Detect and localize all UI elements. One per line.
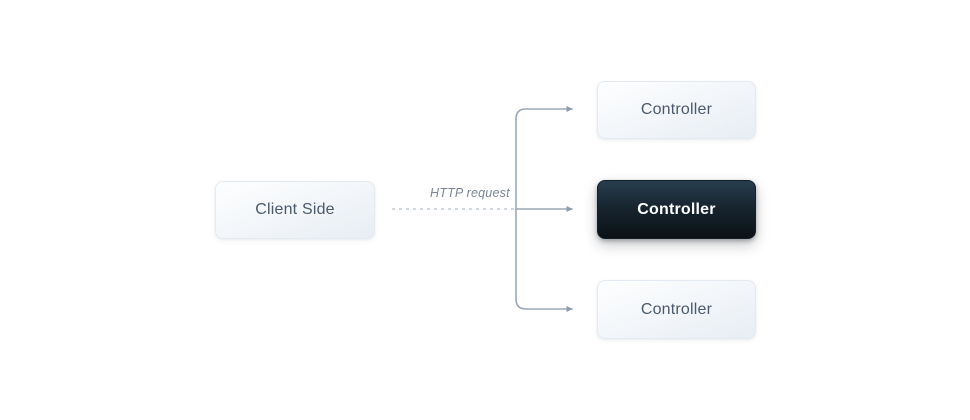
branch-edge-bottom (515, 298, 573, 312)
node-controller-middle[interactable]: Controller (597, 180, 756, 239)
branch-edge-top (515, 106, 573, 120)
node-controller-bottom[interactable]: Controller (597, 280, 756, 339)
http-request-edge-label: HTTP request (430, 186, 510, 200)
node-client-side[interactable]: Client Side (215, 181, 375, 239)
node-controller-top[interactable]: Controller (597, 81, 756, 139)
